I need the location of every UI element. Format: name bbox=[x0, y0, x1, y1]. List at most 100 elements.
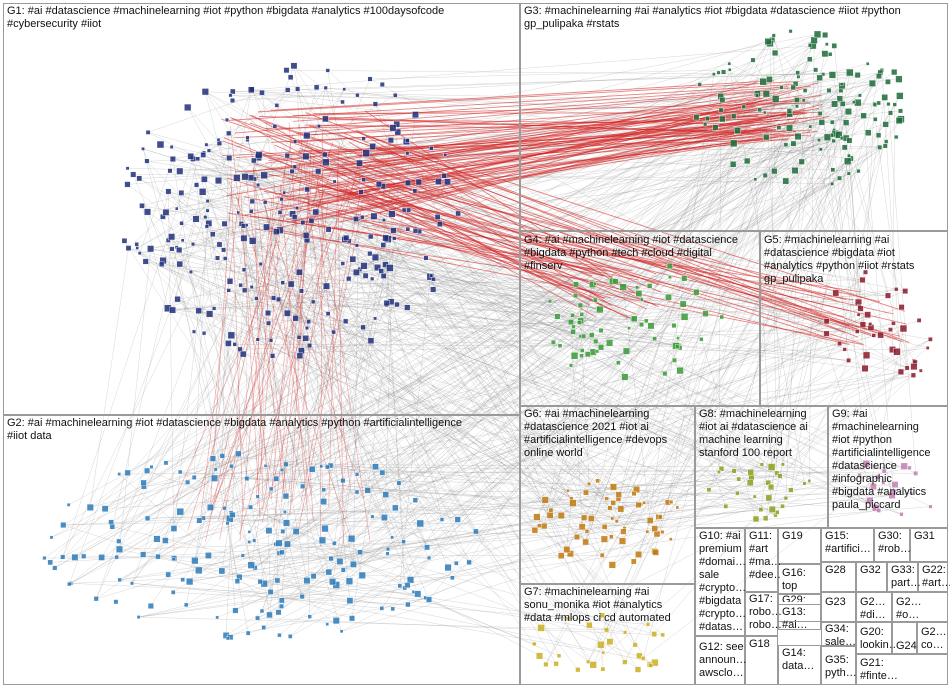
edge bbox=[383, 245, 404, 542]
node-g4 bbox=[581, 333, 587, 339]
node-g1 bbox=[134, 242, 139, 247]
edge-strong bbox=[364, 110, 644, 300]
node-g3 bbox=[821, 72, 826, 77]
edge-strong bbox=[308, 155, 659, 286]
node-g1 bbox=[354, 243, 359, 248]
edge bbox=[626, 303, 684, 352]
node-g6 bbox=[566, 550, 574, 558]
node-g3 bbox=[872, 102, 878, 107]
node-g2 bbox=[278, 597, 285, 604]
node-g2 bbox=[209, 455, 216, 462]
node-g2 bbox=[406, 576, 415, 584]
node-g1 bbox=[382, 234, 390, 242]
node-g1 bbox=[371, 253, 380, 261]
node-g2 bbox=[328, 556, 334, 562]
node-g6 bbox=[618, 537, 626, 545]
node-g1 bbox=[130, 171, 137, 178]
edge bbox=[283, 192, 477, 532]
edge bbox=[729, 69, 805, 484]
node-g4 bbox=[579, 353, 584, 358]
node-g6 bbox=[588, 515, 595, 522]
edge bbox=[733, 53, 826, 472]
node-g2 bbox=[232, 607, 239, 614]
node-g4 bbox=[577, 302, 584, 308]
edge bbox=[718, 96, 722, 472]
node-g4 bbox=[570, 352, 579, 360]
edge-strong bbox=[316, 176, 371, 541]
edge bbox=[62, 158, 194, 558]
edge bbox=[290, 355, 575, 637]
edge bbox=[257, 101, 854, 340]
node-g4 bbox=[679, 300, 687, 308]
node-g1 bbox=[230, 88, 236, 95]
node-g7 bbox=[586, 622, 593, 629]
node-g1 bbox=[296, 335, 302, 340]
edge bbox=[229, 281, 344, 571]
node-g3 bbox=[856, 168, 861, 174]
node-g6 bbox=[566, 489, 570, 493]
node-g2 bbox=[303, 577, 311, 585]
edge bbox=[250, 177, 393, 538]
node-g1 bbox=[360, 262, 368, 270]
node-g3 bbox=[757, 107, 762, 113]
edge bbox=[112, 158, 199, 527]
edge bbox=[172, 309, 561, 347]
node-g1 bbox=[176, 167, 184, 175]
node-g4 bbox=[570, 329, 576, 335]
edge bbox=[252, 201, 386, 265]
edge bbox=[90, 248, 129, 508]
edge bbox=[177, 298, 726, 507]
node-g7 bbox=[641, 656, 646, 661]
node-g7 bbox=[623, 630, 628, 635]
node-g4 bbox=[550, 339, 556, 345]
node-g3 bbox=[865, 61, 870, 66]
edge-strong bbox=[308, 183, 907, 325]
edge-strong bbox=[240, 192, 261, 518]
group-label-g3: G3: #machinelearning #ai #analytics #iot… bbox=[524, 5, 901, 30]
edge bbox=[244, 161, 802, 291]
edge bbox=[643, 110, 790, 659]
node-g5 bbox=[871, 333, 876, 338]
edge bbox=[566, 54, 831, 550]
node-g1 bbox=[323, 282, 330, 290]
node-g1 bbox=[316, 124, 321, 129]
node-g2 bbox=[354, 472, 360, 477]
node-g4 bbox=[570, 313, 575, 318]
node-g3 bbox=[795, 70, 800, 75]
node-g7 bbox=[586, 659, 591, 664]
node-g3 bbox=[865, 129, 872, 136]
node-g5 bbox=[899, 324, 908, 333]
node-g7 bbox=[606, 638, 614, 646]
edge bbox=[172, 159, 238, 582]
node-g2 bbox=[247, 530, 252, 534]
edge bbox=[410, 122, 822, 581]
edge bbox=[375, 257, 583, 351]
edge bbox=[280, 229, 378, 268]
node-g6 bbox=[582, 538, 589, 546]
node-g9 bbox=[881, 480, 886, 485]
node-g3 bbox=[816, 74, 823, 81]
edge bbox=[278, 87, 326, 300]
node-g2 bbox=[292, 528, 300, 535]
edge bbox=[238, 212, 580, 323]
node-g3 bbox=[693, 114, 700, 121]
node-g4 bbox=[621, 373, 629, 381]
edge bbox=[217, 349, 845, 618]
node-g1 bbox=[249, 209, 254, 214]
node-g3 bbox=[762, 110, 767, 115]
node-g6 bbox=[635, 551, 643, 558]
node-g1 bbox=[380, 273, 387, 279]
node-g1 bbox=[135, 246, 139, 250]
node-g1 bbox=[307, 343, 313, 349]
node-g1 bbox=[405, 138, 410, 143]
edge bbox=[561, 118, 902, 516]
edge bbox=[250, 177, 572, 499]
edge-strong bbox=[257, 80, 800, 113]
edge bbox=[69, 89, 252, 585]
group-label-g32: G32 bbox=[860, 564, 881, 576]
node-g1 bbox=[325, 68, 330, 73]
node-g2 bbox=[171, 557, 176, 562]
group-label-g10: G10: #ai premium #domai… sale #crypto… #… bbox=[699, 530, 747, 633]
edge bbox=[591, 491, 894, 519]
